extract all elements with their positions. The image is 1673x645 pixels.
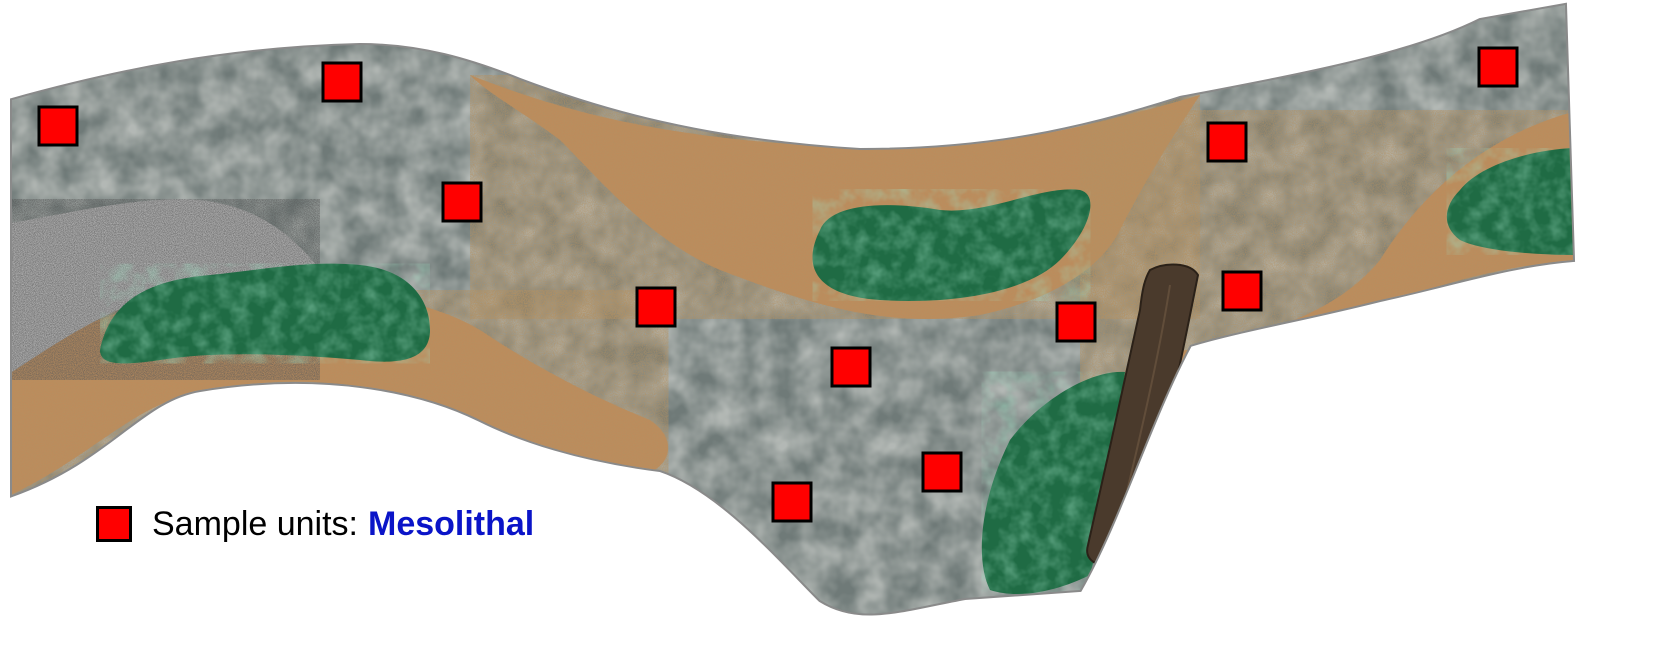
legend-sample-unit-swatch bbox=[96, 506, 132, 542]
legend: Sample units: Mesolithal bbox=[96, 502, 534, 546]
sample-unit-marker bbox=[39, 107, 77, 145]
sample-unit-marker bbox=[323, 63, 361, 101]
legend-label: Sample units: bbox=[152, 505, 358, 544]
sample-unit-marker bbox=[1479, 48, 1517, 86]
sample-unit-marker bbox=[443, 183, 481, 221]
sample-unit-marker bbox=[923, 453, 961, 491]
legend-value-mesolithal: Mesolithal bbox=[368, 505, 534, 544]
sample-unit-marker bbox=[1057, 303, 1095, 341]
sample-unit-marker bbox=[1223, 272, 1261, 310]
sample-unit-marker bbox=[1208, 123, 1246, 161]
sample-unit-marker bbox=[637, 288, 675, 326]
sample-unit-marker bbox=[773, 483, 811, 521]
sample-unit-marker bbox=[832, 348, 870, 386]
